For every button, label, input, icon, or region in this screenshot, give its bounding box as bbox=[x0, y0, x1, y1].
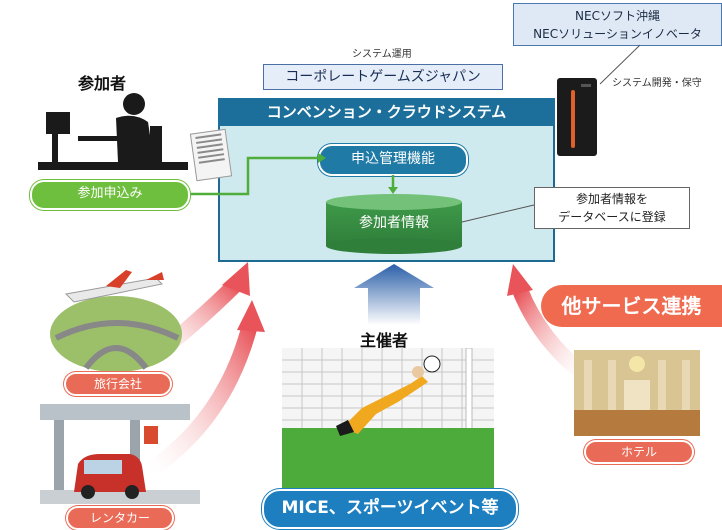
hotel-arrowhead bbox=[507, 264, 533, 296]
callout-line1: 参加者情報を bbox=[575, 192, 648, 206]
callout-line bbox=[461, 204, 535, 223]
system-ops-label: システム運用 bbox=[352, 49, 412, 60]
callout-line2: データベースに登録 bbox=[558, 210, 666, 224]
registration-callout: 参加者情報を データベースに登録 bbox=[534, 187, 690, 229]
database-top bbox=[326, 194, 462, 210]
event-pill: MICE、スポーツイベント等 bbox=[262, 489, 518, 529]
organizer-heading: 主催者 bbox=[360, 331, 409, 350]
db-flow-arrowhead bbox=[388, 187, 398, 194]
document-icon bbox=[189, 128, 233, 182]
organizer-up-arrow bbox=[354, 264, 434, 325]
database-bottom bbox=[326, 238, 462, 254]
hotel-pill: ホテル bbox=[584, 440, 694, 464]
travel-agency-pill: 旅行会社 bbox=[64, 372, 172, 396]
participant-heading: 参加者 bbox=[78, 74, 127, 93]
nec-line2: NECソリューションイノベータ bbox=[533, 27, 702, 41]
airplane-highway-icon bbox=[50, 270, 182, 372]
system-dev-label: システム開発・保守 bbox=[612, 78, 702, 89]
nec-connector-line bbox=[599, 44, 641, 85]
application-management-function: 申込管理機能 bbox=[318, 144, 468, 176]
nec-box: NECソフト沖縄 NECソリューションイノベータ bbox=[513, 3, 722, 46]
operator-box: コーポレートゲームズジャパン bbox=[263, 64, 503, 90]
server-icon bbox=[557, 78, 597, 156]
car-tollgate-icon bbox=[40, 404, 200, 504]
other-services-banner: 他サービス連携 bbox=[541, 285, 722, 327]
apply-flow-arrowhead bbox=[318, 153, 326, 163]
travel-arrowhead bbox=[222, 262, 250, 296]
rental-car-pill: レンタカー bbox=[66, 506, 174, 530]
rental-arrowhead bbox=[237, 300, 265, 332]
apply-flow-line bbox=[186, 156, 318, 196]
cloud-system-title: コンベンション・クラウドシステム bbox=[218, 98, 555, 126]
rental-arrow bbox=[145, 322, 258, 477]
nec-line1: NECソフト沖縄 bbox=[575, 9, 660, 23]
database-label: 参加者情報 bbox=[359, 215, 429, 231]
hotel-lobby-icon bbox=[574, 350, 700, 436]
apply-pill: 参加申込み bbox=[30, 180, 190, 210]
goalkeeper-icon bbox=[282, 348, 494, 488]
person-at-computer-icon bbox=[38, 93, 188, 170]
